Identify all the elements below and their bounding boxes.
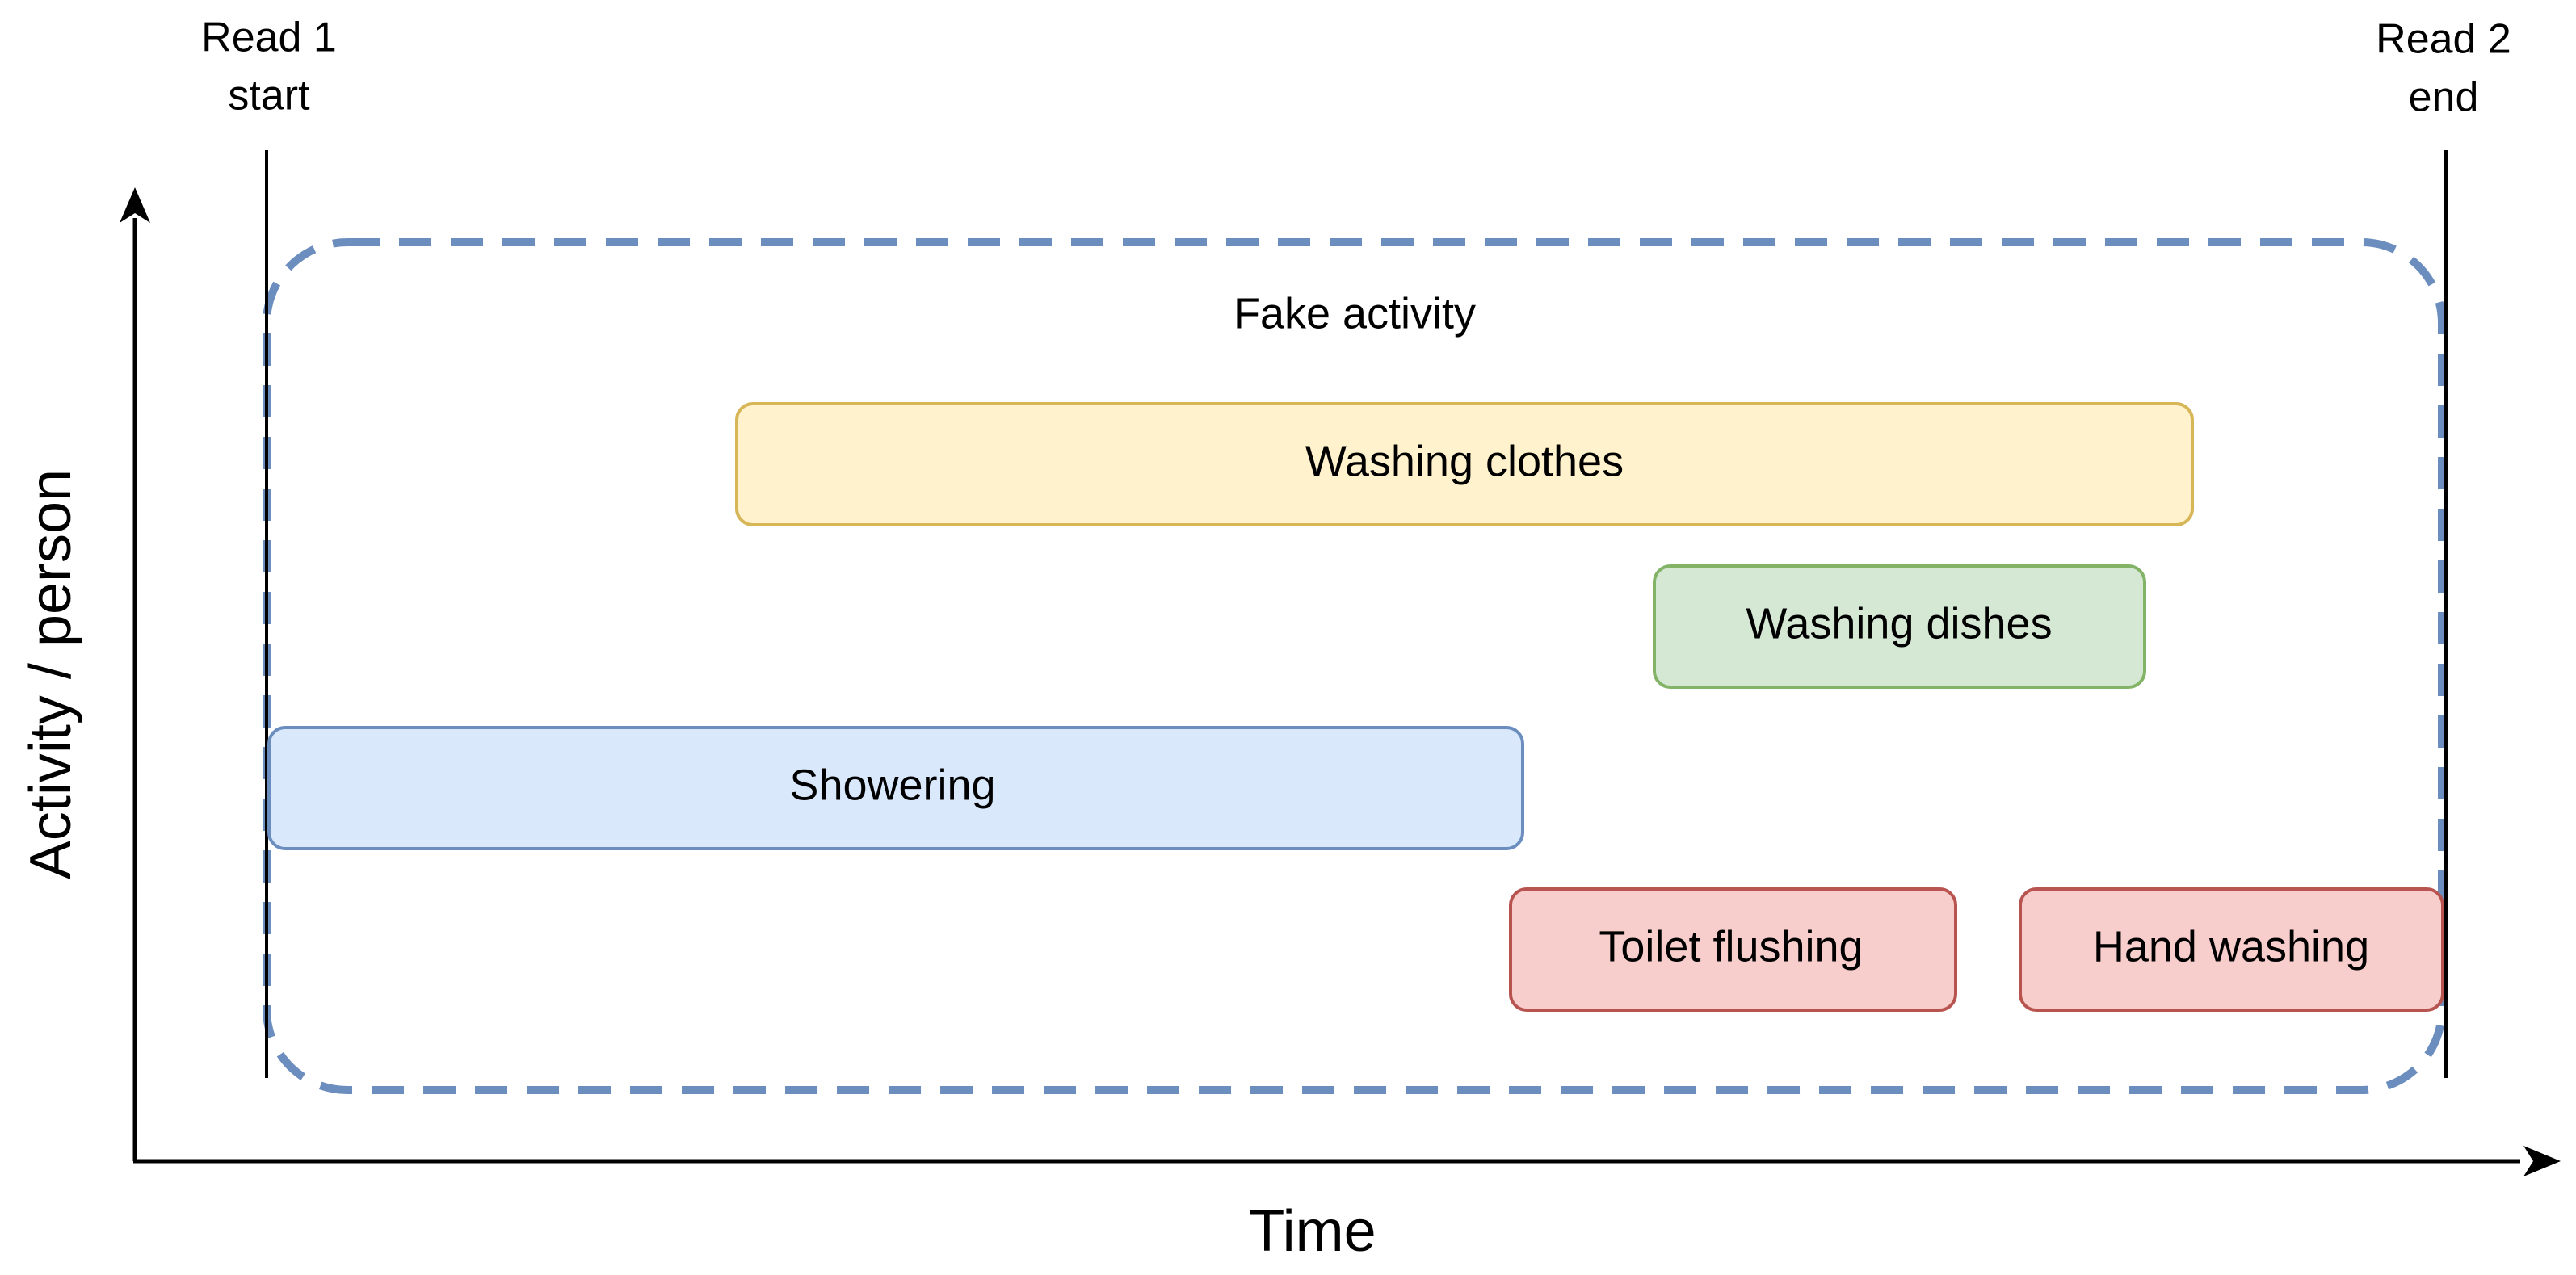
activity-bar-hand-washing: Hand washing	[2019, 887, 2444, 1012]
activity-label-hand-washing: Hand washing	[2093, 922, 2369, 971]
x-axis-label: Time	[1249, 1199, 1376, 1264]
activity-label-toilet-flushing: Toilet flushing	[1599, 922, 1863, 971]
fake-activity-label: Fake activity	[1233, 289, 1476, 338]
activity-bar-hand-washing-box	[2019, 887, 2444, 1012]
y-axis-arrowhead	[120, 187, 150, 223]
read-2-label-line2: end	[2409, 74, 2479, 121]
activity-bar-washing-clothes: Washing clothes	[735, 402, 2194, 526]
read-1-label-line1: Read 1	[201, 15, 337, 61]
x-axis-arrowhead	[2523, 1146, 2561, 1176]
read-1-label-line2: start	[228, 73, 310, 120]
activity-bar-washing-clothes-box	[735, 402, 2194, 526]
activity-label-showering: Showering	[789, 761, 995, 809]
activity-bar-toilet-flushing-box	[1509, 887, 1957, 1012]
activity-bar-washing-dishes-box	[1653, 564, 2146, 689]
y-axis-label: Activity / person	[19, 469, 83, 879]
activity-bar-showering-box	[267, 726, 1524, 850]
read-2-label-line1: Read 2	[2376, 16, 2511, 63]
activity-label-washing-dishes: Washing dishes	[1746, 599, 2052, 648]
activity-bar-toilet-flushing: Toilet flushing	[1509, 887, 1957, 1012]
activity-bar-washing-dishes: Washing dishes	[1653, 564, 2146, 689]
activity-label-washing-clothes: Washing clothes	[1305, 437, 1624, 485]
activity-bar-showering: Showering	[267, 726, 1524, 850]
